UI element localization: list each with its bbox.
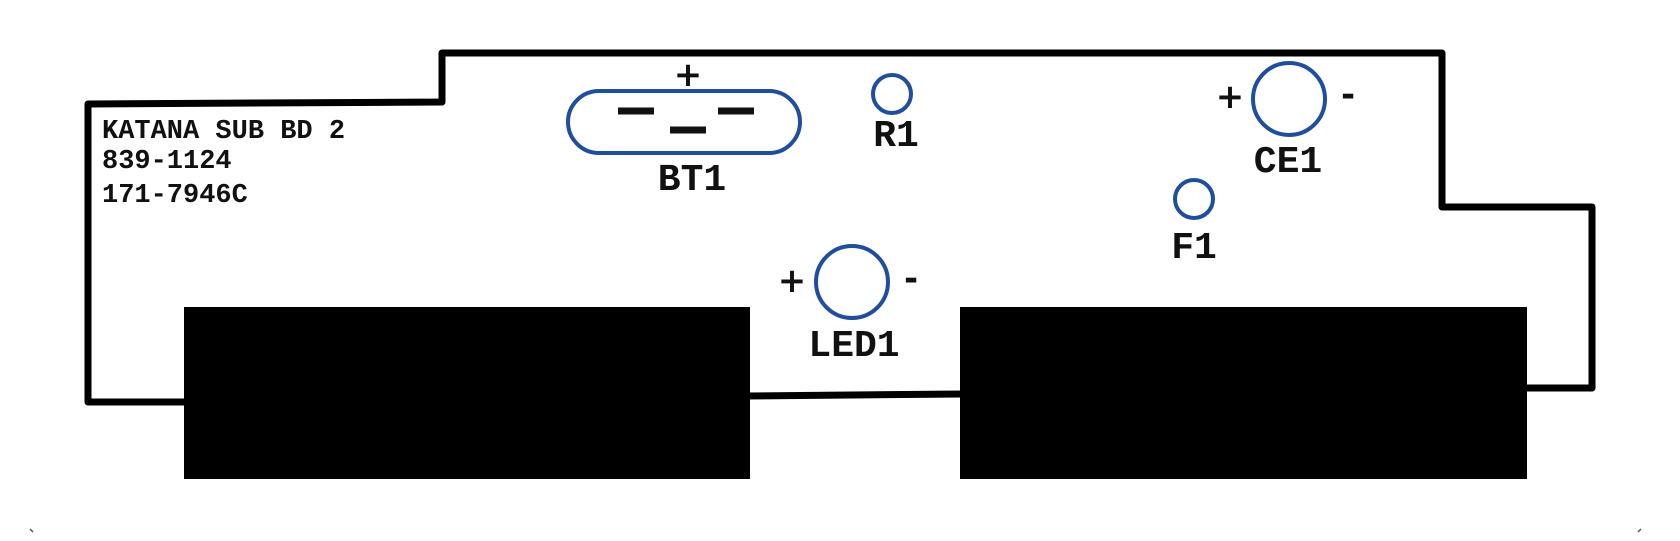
led1-minus-marker: - (904, 259, 918, 299)
bt1-footprint (566, 89, 802, 155)
f1-fuse[interactable]: F1 (1171, 178, 1217, 270)
ce1-capacitor[interactable]: + - CE1 (1216, 61, 1355, 184)
led1-label: LED1 (808, 325, 899, 368)
board-name: KATANA SUB BD 2 (102, 117, 345, 147)
r1-label: R1 (873, 115, 919, 158)
corner-mark-left (29, 528, 34, 533)
ce1-footprint (1251, 61, 1327, 137)
f1-footprint (1173, 178, 1215, 220)
r1-footprint (871, 73, 913, 115)
ce1-label: CE1 (1254, 141, 1322, 184)
board-revision: 171-7946C (102, 181, 248, 211)
bt1-label: BT1 (658, 159, 726, 202)
led1-led[interactable]: + - LED1 (778, 244, 918, 368)
ce1-minus-marker: - (1341, 75, 1355, 115)
bt1-plus-marker: + (674, 55, 703, 95)
f1-label: F1 (1171, 227, 1217, 270)
board-outline-bottom-middle (747, 390, 963, 400)
bt1-battery[interactable]: + BT1 (566, 55, 802, 202)
left-edge-connector (184, 307, 750, 479)
r1-resistor[interactable]: R1 (871, 73, 919, 158)
led1-plus-marker: + (778, 261, 807, 301)
board-outline (84, 49, 1596, 406)
right-edge-connector (960, 307, 1527, 479)
board-part-number: 839-1124 (102, 147, 232, 177)
led1-footprint (814, 244, 890, 320)
ce1-plus-marker: + (1216, 77, 1245, 117)
corner-mark-right (1637, 528, 1642, 533)
